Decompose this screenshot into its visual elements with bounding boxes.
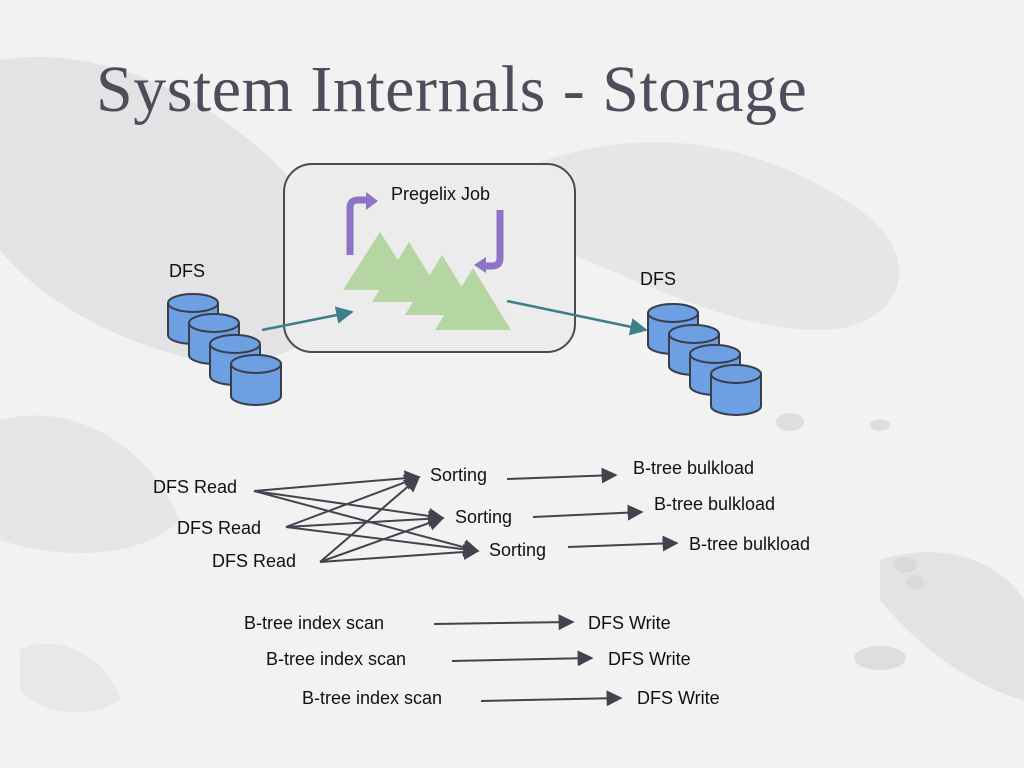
dfs-write-label: DFS Write xyxy=(588,613,671,633)
read-to-sort-edges xyxy=(253,470,480,563)
pregelix-job-label: Pregelix Job xyxy=(391,184,491,204)
btree-index-scan-label: B-tree index scan xyxy=(302,688,443,708)
loop-arrow-up-head-icon xyxy=(366,192,378,210)
sorting-label: Sorting xyxy=(430,465,488,485)
loop-arrow-down-head-icon xyxy=(474,257,486,273)
dfs-read-label: DFS Read xyxy=(177,518,262,538)
dfs-left-label: DFS xyxy=(169,261,205,281)
arrow-dfs-to-job xyxy=(261,306,354,332)
slide-title: System Internals - Storage xyxy=(96,53,808,126)
dfs-right-storage-icon xyxy=(647,303,762,416)
dfs-right-label: DFS xyxy=(640,269,676,289)
scan-to-write-edges xyxy=(433,614,623,707)
btree-bulkload-label: B-tree bulkload xyxy=(633,458,755,478)
dfs-write-label: DFS Write xyxy=(637,688,720,708)
loop-arrow-up-icon xyxy=(346,196,368,255)
btree-bulkload-label: B-tree bulkload xyxy=(689,534,811,554)
dfs-read-label: DFS Read xyxy=(153,477,238,497)
loop-arrow-down-icon xyxy=(484,210,504,270)
btree-index-scan-label: B-tree index scan xyxy=(266,649,407,669)
sorting-label: Sorting xyxy=(489,540,547,560)
dfs-write-label: DFS Write xyxy=(608,649,691,669)
sorting-label: Sorting xyxy=(455,507,513,527)
dfs-left-storage-icon xyxy=(167,293,282,406)
dfs-read-label: DFS Read xyxy=(212,551,297,571)
sort-to-bulkload-edges xyxy=(506,467,679,552)
arrow-job-to-dfs xyxy=(506,299,648,336)
btree-index-scan-label: B-tree index scan xyxy=(244,613,385,633)
btree-bulkload-label: B-tree bulkload xyxy=(654,494,776,514)
operator-triangles xyxy=(343,232,511,330)
